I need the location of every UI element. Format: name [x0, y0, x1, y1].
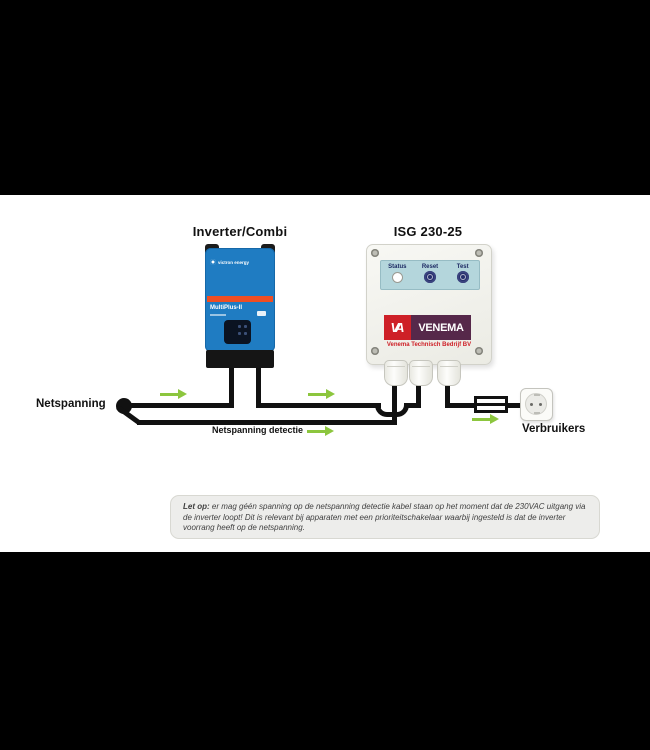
wire-mains-detect	[137, 420, 397, 425]
arrow-right-icon-mains	[160, 389, 187, 399]
test-label: Test	[456, 264, 469, 270]
wire-gland2-vertical	[416, 382, 421, 408]
diagram-canvas: Inverter/Combi ISG 230-25	[0, 195, 650, 552]
venema-wordmark: VENEMA	[411, 315, 471, 340]
cable-gland-1	[384, 360, 408, 386]
outlet-hole-left	[530, 403, 533, 406]
accent-stripe	[207, 296, 273, 302]
mains-label: Netspanning	[36, 398, 106, 410]
warning-note-lead: Let op:	[183, 502, 210, 511]
inverter-spec-line	[210, 314, 226, 316]
wire-gland3-vertical	[445, 382, 450, 408]
inverter-badge	[257, 311, 266, 316]
inverter-base	[206, 350, 274, 368]
top-letterbox	[0, 0, 650, 195]
screw-icon-top-right	[475, 249, 483, 257]
victron-logo: victron energy	[210, 259, 249, 265]
outlet-earth-clip-top	[534, 394, 540, 396]
reset-column: Reset	[414, 261, 447, 289]
consumers-label: Verbruikers	[522, 423, 586, 435]
mains-detect-label: Netspanning detectie	[212, 425, 304, 435]
power-icon	[459, 274, 466, 280]
wire-fuse-to-outlet	[506, 403, 523, 408]
cable-gland-3	[437, 360, 461, 386]
victron-logo-icon	[210, 259, 216, 265]
screw-icon-top-left	[371, 249, 379, 257]
bottom-letterbox	[0, 552, 650, 750]
wire-hook-to-gland2	[404, 403, 420, 408]
wire-gland1-vertical	[392, 382, 397, 425]
venema-subtitle: Venema Technisch Bedrijf BV	[386, 342, 472, 348]
inverter-device: victron energy MultiPlus-II	[205, 248, 275, 352]
isg-device: Status Reset Test VA VENEMA Venema Techn…	[366, 244, 492, 365]
test-column: Test	[446, 261, 479, 289]
power-icon	[427, 274, 433, 280]
venema-logo: VA VENEMA	[384, 315, 471, 340]
outlet-socket	[525, 393, 547, 415]
victron-brand-text: victron energy	[218, 259, 250, 265]
arrow-right-icon-detect	[307, 426, 334, 436]
venema-monogram-icon: VA	[384, 315, 411, 340]
wire-mains-to-inverter	[124, 403, 234, 408]
wire-gland3-to-fuse	[445, 403, 477, 408]
warning-note-text: Let op: er mag géén spanning op de netsp…	[183, 502, 587, 534]
inverter-model-label: MultiPlus-II	[210, 305, 242, 311]
wire-inverter-terminal-left	[229, 362, 234, 408]
outlet-hole-right	[539, 403, 542, 406]
inverter-display-panel	[224, 320, 251, 344]
warning-note-body: er mag géén spanning op de netspanning d…	[183, 502, 586, 532]
power-outlet-icon	[520, 388, 553, 421]
status-led	[391, 272, 403, 283]
arrow-right-icon-consumers	[472, 414, 499, 424]
inverter-title: Inverter/Combi	[192, 224, 288, 239]
arrow-right-icon-inverter-out	[308, 389, 335, 399]
test-button	[456, 271, 469, 283]
reset-button	[424, 271, 436, 283]
reset-label: Reset	[421, 264, 439, 270]
wire-inverter-terminal-right	[256, 362, 261, 408]
fuse-icon	[474, 396, 508, 413]
status-column: Status	[381, 261, 414, 289]
screw-icon-bottom-right	[475, 347, 483, 355]
outlet-earth-clip-bottom	[534, 412, 540, 414]
status-label: Status	[388, 264, 407, 270]
wire-inverter-to-isg	[256, 403, 381, 408]
cable-gland-2	[409, 360, 433, 386]
warning-note-box: Let op: er mag géén spanning op de netsp…	[170, 495, 600, 539]
isg-title: ISG 230-25	[393, 224, 463, 239]
isg-control-panel: Status Reset Test	[380, 260, 480, 290]
screw-icon-bottom-left	[371, 347, 379, 355]
